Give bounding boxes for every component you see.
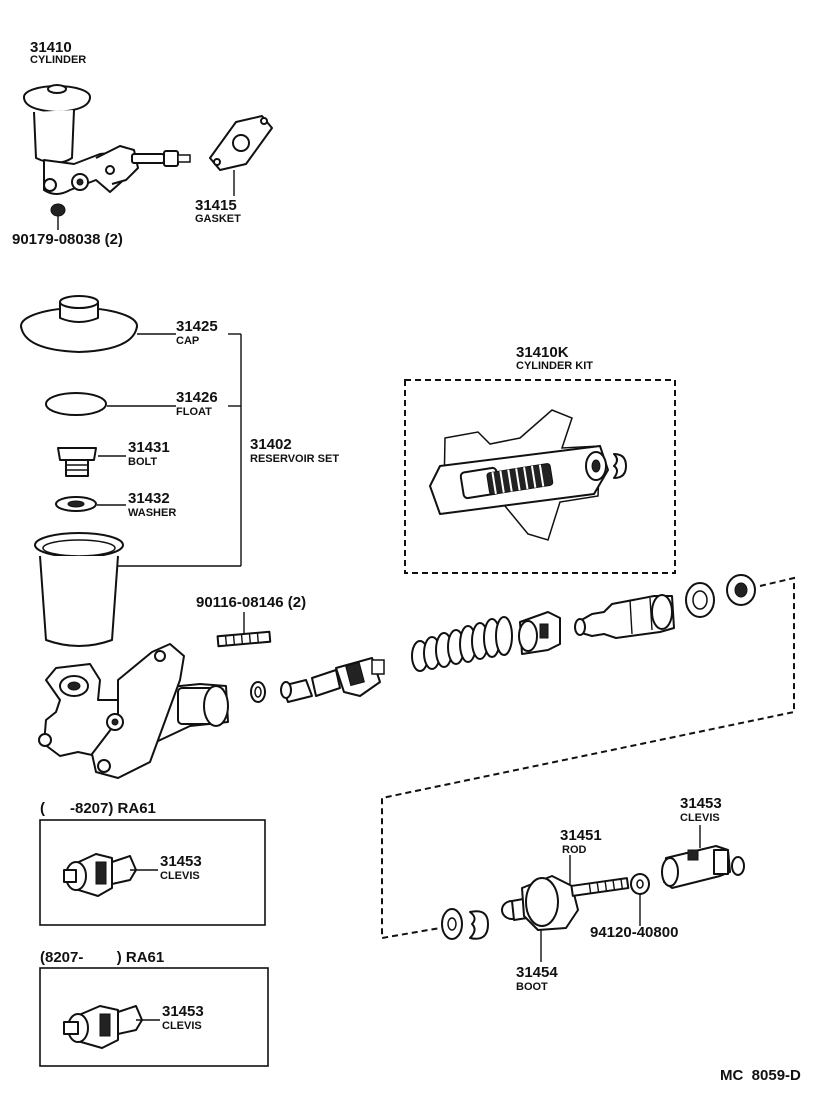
callout-31425-number: 31425	[176, 318, 218, 335]
callout-31425-label: CAP	[176, 335, 199, 347]
callout-31410-label: CYLINDER	[30, 54, 86, 66]
rod-group-drawing	[441, 825, 745, 962]
master-cylinder-drawing	[38, 574, 795, 940]
callout-90116-number: 90116-08146 (2)	[196, 594, 306, 611]
callout-31454-number: 31454	[516, 964, 558, 981]
callout-31431-label: BOLT	[128, 456, 157, 468]
callout-90179-number: 90179-08038 (2)	[12, 231, 123, 248]
callout-31453-label: CLEVIS	[680, 812, 720, 824]
spring-drawing	[411, 616, 513, 672]
callout-31415-number: 31415	[195, 197, 237, 214]
variant-late-title: (8207- ) RA61	[40, 949, 164, 966]
variant-box-early	[39, 819, 266, 926]
callout-31426-label: FLOAT	[176, 406, 212, 418]
reference-code: MC 8059-D	[720, 1067, 801, 1084]
callout-31431-number: 31431	[128, 439, 170, 456]
cylinder-assembly-drawing	[23, 84, 273, 230]
callout-31451-number: 31451	[560, 827, 602, 844]
callout-31402-number: 31402	[250, 436, 292, 453]
variant-early-title: ( -8207) RA61	[40, 800, 156, 817]
callout-31453-number: 31453	[680, 795, 722, 812]
callout-31454-label: BOOT	[516, 981, 548, 993]
callout-31432-number: 31432	[128, 490, 170, 507]
variant-box-late	[39, 967, 269, 1067]
callout-31402-label: RESERVOIR SET	[250, 453, 339, 465]
callout-31426-number: 31426	[176, 389, 218, 406]
callout-31451-label: ROD	[562, 844, 587, 856]
callout-31453-early-label: CLEVIS	[160, 870, 200, 882]
cylinder-kit-drawing	[404, 379, 676, 574]
callout-31432-label: WASHER	[128, 507, 176, 519]
reservoir-set-drawing	[20, 295, 242, 647]
callout-31415-label: GASKET	[195, 213, 241, 225]
callout-31453-late-label: CLEVIS	[162, 1020, 202, 1032]
callout-31410-number: 31410	[30, 39, 72, 56]
callout-94120-number: 94120-40800	[590, 924, 678, 941]
callout-31410k-label: CYLINDER KIT	[516, 360, 593, 372]
callout-31453-early-number: 31453	[160, 853, 202, 870]
callout-31410k-number: 31410K	[516, 344, 569, 361]
cylinder-kit-box	[404, 379, 676, 574]
callout-31453-late-number: 31453	[162, 1003, 204, 1020]
